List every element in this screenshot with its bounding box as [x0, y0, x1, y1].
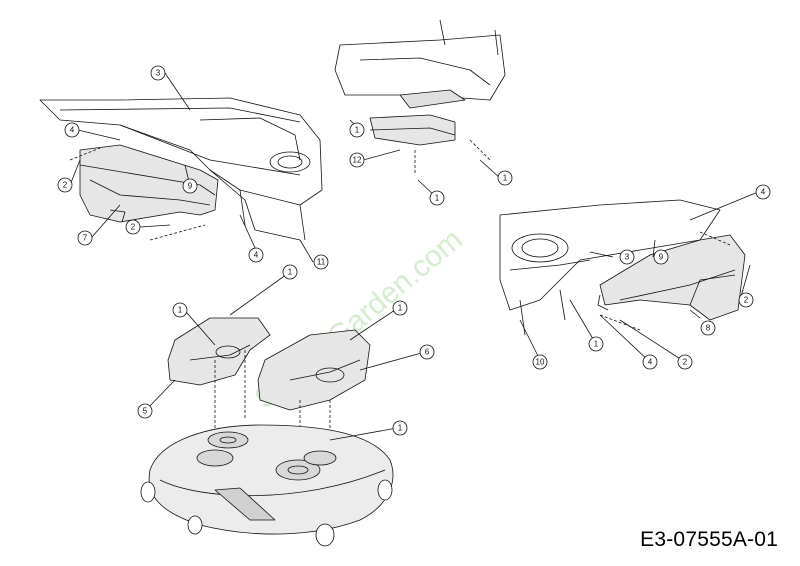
callout-4: 4 — [254, 251, 259, 260]
callout-4: 4 — [648, 358, 653, 367]
callout-1: 1 — [594, 340, 599, 349]
callout-5: 5 — [143, 407, 148, 416]
callout-3: 3 — [156, 69, 161, 78]
callout-4: 4 — [761, 188, 766, 197]
callouts — [57, 65, 771, 441]
callout-2: 2 — [63, 181, 68, 190]
callout-8: 8 — [706, 324, 711, 333]
callout-1: 1 — [398, 304, 403, 313]
deck-assembly — [140, 317, 394, 547]
left-frame-assembly — [39, 97, 323, 241]
rear-frame-assembly — [334, 19, 506, 175]
callout-4: 4 — [70, 126, 75, 135]
callout-1: 1 — [178, 306, 183, 315]
callout-2: 2 — [131, 223, 136, 232]
callout-1: 1 — [288, 268, 293, 277]
callout-12: 12 — [353, 156, 362, 165]
callout-1: 1 — [503, 174, 508, 183]
callout-10: 10 — [536, 358, 545, 367]
callout-1: 1 — [398, 424, 403, 433]
callout-1: 1 — [355, 126, 360, 135]
callout-7: 7 — [83, 234, 88, 243]
callout-11: 11 — [317, 258, 326, 267]
drawing-code: E3-07555A-01 — [640, 528, 778, 551]
callout-9: 9 — [188, 182, 193, 191]
callout-9: 9 — [659, 253, 664, 262]
right-frame-assembly — [499, 199, 746, 336]
callout-2: 2 — [744, 296, 749, 305]
callout-2: 2 — [683, 358, 688, 367]
callout-6: 6 — [425, 348, 430, 357]
callout-1: 1 — [435, 194, 440, 203]
callout-3: 3 — [625, 253, 630, 262]
